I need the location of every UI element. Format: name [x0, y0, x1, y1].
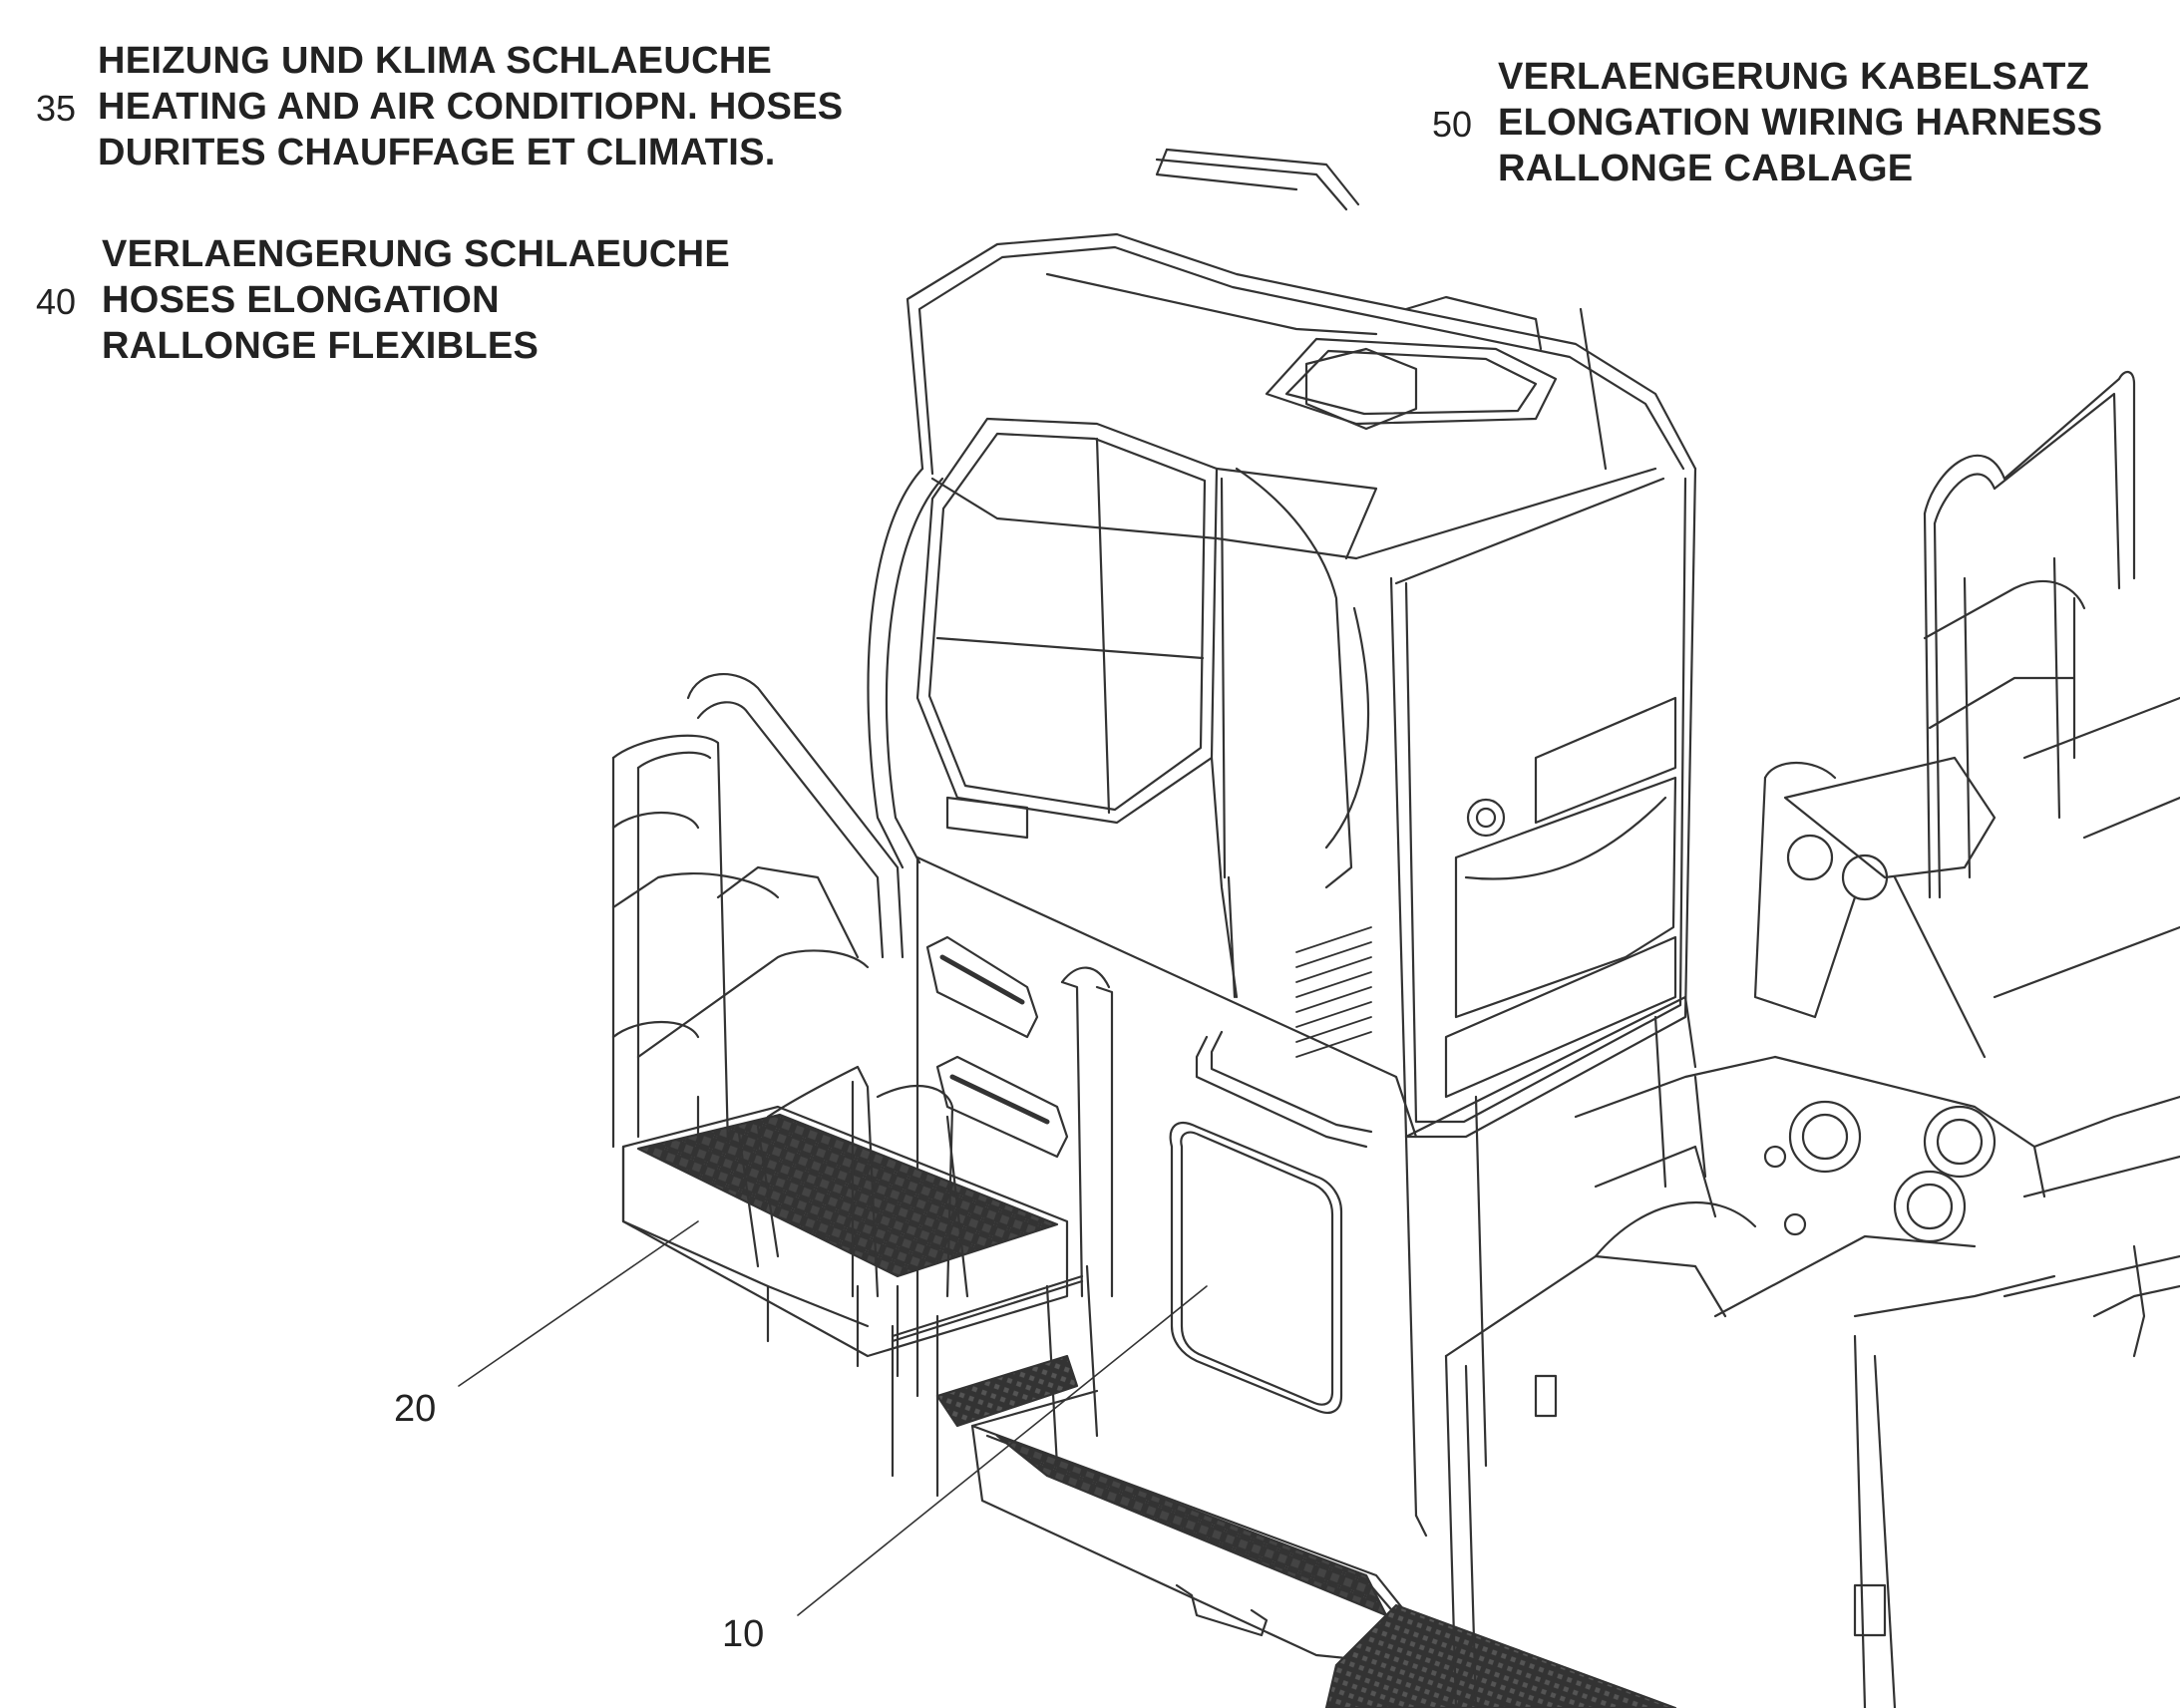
label-number-35: 35 — [36, 88, 77, 129]
label-40-line-de: VERLAENGERUNG SCHLAEUCHE — [102, 233, 731, 275]
label-40-line-en: HOSES ELONGATION — [102, 279, 500, 321]
label-number-50: 50 — [1432, 104, 1473, 145]
leader-line-10 — [797, 1285, 1208, 1616]
label-40-line-fr: RALLONGE FLEXIBLES — [102, 325, 540, 367]
label-35-line-fr: DURITES CHAUFFAGE ET CLIMATIS. — [98, 132, 776, 173]
label-35-line-de: HEIZUNG UND KLIMA SCHLAEUCHE — [98, 40, 773, 82]
label-50-line-de: VERLAENGERUNG KABELSATZ — [1498, 56, 2090, 98]
label-50-line-en: ELONGATION WIRING HARNESS — [1498, 102, 2103, 144]
callout-20: 20 — [394, 1388, 437, 1430]
label-block-40: 40 VERLAENGERUNG SCHLAEUCHE HOSES ELONGA… — [36, 231, 730, 369]
cab-group — [867, 148, 1697, 1139]
machine-body-group — [1444, 371, 2180, 1708]
label-number-40: 40 — [36, 281, 77, 322]
label-50-line-fr: RALLONGE CABLAGE — [1498, 148, 1914, 189]
label-block-50: 50 VERLAENGERUNG KABELSATZ ELONGATION WI… — [1432, 54, 2102, 191]
label-block-35: 35 HEIZUNG UND KLIMA SCHLAEUCHE HEATING … — [36, 38, 843, 175]
leader-line-20 — [458, 1220, 699, 1387]
callout-10: 10 — [722, 1613, 765, 1655]
label-35-line-en: HEATING AND AIR CONDITIOPN. HOSES — [98, 86, 844, 128]
platform-group — [611, 673, 1114, 1498]
